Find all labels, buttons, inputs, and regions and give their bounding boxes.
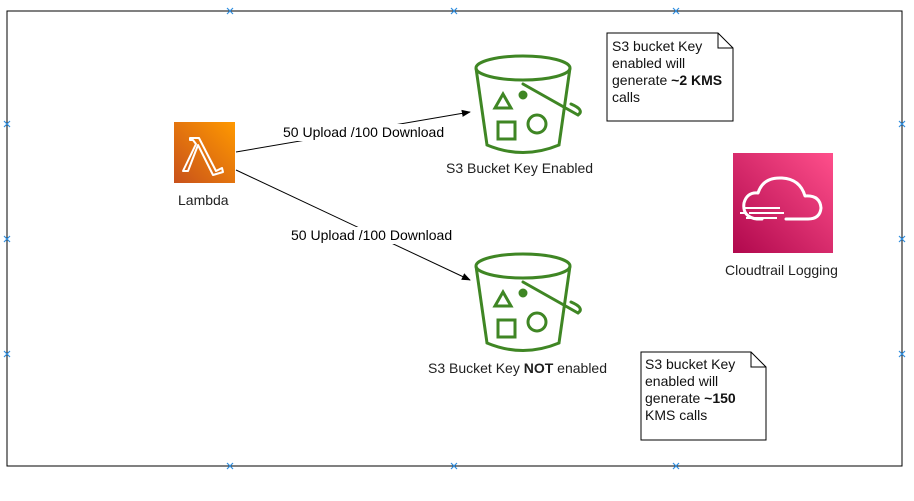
- lambda-label: Lambda: [178, 192, 229, 208]
- label-suffix: enabled: [553, 360, 607, 376]
- lambda-icon[interactable]: [174, 122, 235, 183]
- note-line: S3 bucket Key: [612, 38, 703, 54]
- edge-label-upload-download[interactable]: 50 Upload /100 Download: [290, 227, 454, 244]
- frame-handle[interactable]: [3, 235, 11, 243]
- s3-bucket-icon[interactable]: [474, 252, 582, 352]
- note-shape[interactable]: [640, 351, 767, 441]
- note-line: generate ~2 KMS: [612, 72, 722, 89]
- note-line: enabled will: [612, 55, 686, 71]
- frame-handle[interactable]: [450, 462, 458, 470]
- s3-bucket-key-not-enabled-label: S3 Bucket Key NOT enabled: [428, 360, 607, 377]
- note-line: enabled will: [645, 373, 719, 389]
- note-emphasis: ~150: [704, 390, 736, 406]
- note-line-text: generate: [612, 72, 672, 88]
- note-enabled-text: S3 bucket Key enabled will generate ~2 K…: [612, 38, 722, 106]
- frame-handle[interactable]: [3, 120, 11, 128]
- frame-handle[interactable]: [898, 120, 906, 128]
- label-emphasis: NOT: [523, 360, 554, 376]
- frame-handle[interactable]: [672, 7, 680, 15]
- selection-handles[interactable]: [3, 7, 906, 470]
- cloudtrail-icon[interactable]: [733, 153, 833, 253]
- s3-bucket-icon[interactable]: [474, 54, 582, 154]
- frame-handle[interactable]: [672, 462, 680, 470]
- edge-lambda-to-not-enabled-bucket[interactable]: [235, 169, 471, 281]
- note-line: KMS calls: [645, 407, 708, 423]
- note-emphasis: ~2 KMS: [671, 72, 723, 88]
- frame-handle[interactable]: [898, 235, 906, 243]
- frame-handle[interactable]: [898, 350, 906, 358]
- frame-handle[interactable]: [226, 462, 234, 470]
- note-line-text: generate: [645, 390, 705, 406]
- frame-handle[interactable]: [226, 7, 234, 15]
- frame-handle[interactable]: [450, 7, 458, 15]
- note-shape[interactable]: [606, 32, 734, 122]
- label-prefix: S3 Bucket Key: [428, 360, 524, 376]
- note-not-enabled-text: S3 bucket Key enabled will generate ~150…: [645, 356, 736, 424]
- cloudtrail-logging-label: Cloudtrail Logging: [725, 262, 838, 278]
- note-line: generate ~150: [645, 390, 736, 407]
- frame-handle[interactable]: [3, 350, 11, 358]
- note-line: calls: [612, 89, 641, 105]
- note-line: S3 bucket Key: [645, 356, 736, 372]
- s3-bucket-key-enabled-label: S3 Bucket Key Enabled: [446, 160, 594, 176]
- edge-label-upload-download[interactable]: 50 Upload /100 Download: [282, 124, 446, 141]
